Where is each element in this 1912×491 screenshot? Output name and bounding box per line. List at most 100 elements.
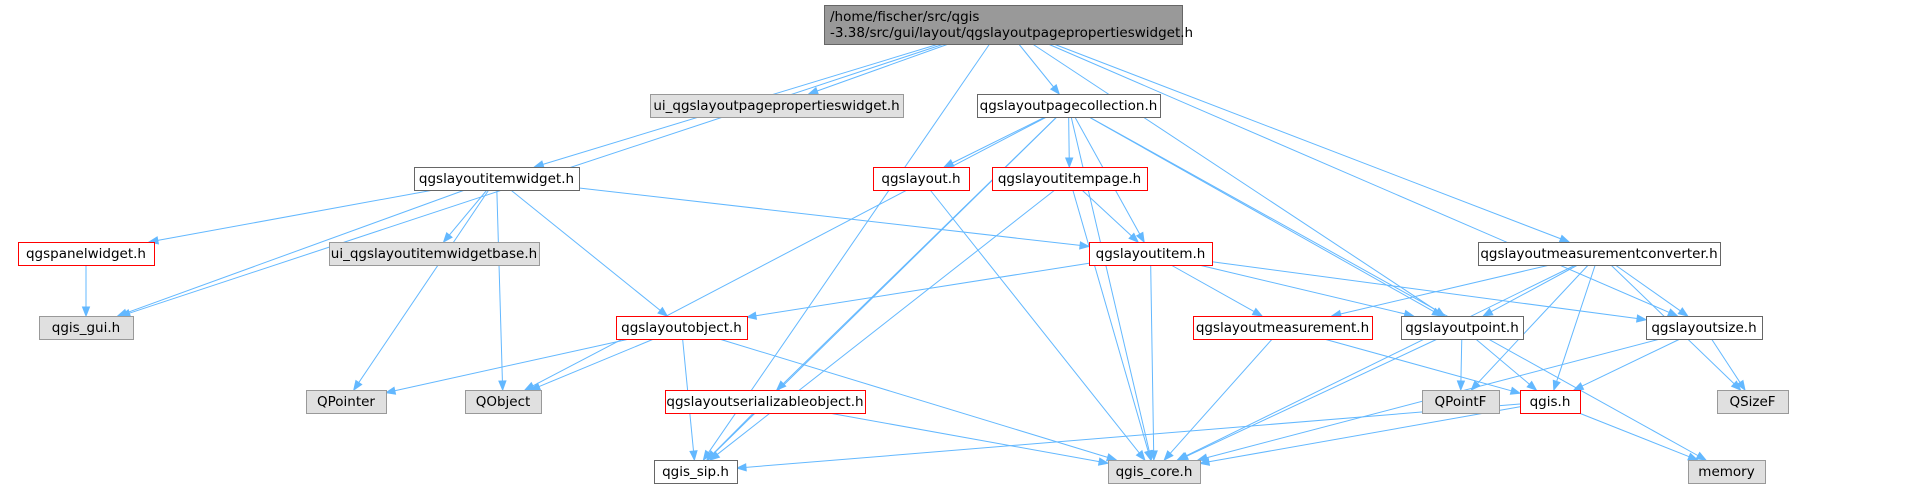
node-point[interactable]: qgslayoutpoint.h [1401,316,1524,340]
edge-point-to-qpointf [1456,338,1466,392]
node-sip[interactable]: qgis_sip.h [654,460,738,484]
node-label: qgis_sip.h [662,464,729,480]
nodes-layer: /home/fischer/src/qgis-3.38/src/gui/layo… [18,5,1789,484]
node-label: QSizeF [1729,394,1775,410]
node-box [1520,390,1581,414]
node-measurement[interactable]: qgslayoutmeasurement.h [1193,316,1373,340]
edge-point-to-core [1177,338,1438,461]
edge-qgis-to-sip [735,403,1521,472]
node-label: memory [1698,464,1754,480]
node-box [616,316,748,340]
edge-root-to-pagecollection [1018,43,1061,96]
edge-measurement-to-core [1163,338,1273,462]
node-ui_pageprops: ui_qgslayoutpagepropertieswidget.h [650,94,904,118]
node-qpointf: QPointF [1422,390,1500,414]
node-label: qgslayout.h [881,171,960,187]
node-size[interactable]: qgslayoutsize.h [1646,316,1763,340]
node-box [665,390,866,414]
node-box [977,94,1161,118]
edge-layoutitem-to-point [1198,264,1415,318]
edge-itempage-to-layoutitem [1081,189,1140,243]
edge-root-to-ui_pageprops [807,43,949,95]
node-label: qgis_core.h [1116,464,1193,480]
node-box [1646,316,1763,340]
edge-serializable-to-sip [705,412,754,461]
node-memory: memory [1688,460,1766,484]
edge-layoutitem-to-measurement [1170,264,1264,317]
edge-layoutitem-to-size [1211,261,1648,323]
edge-pagecollection-to-qobject [523,116,1047,391]
edge-layoutitem-to-core [1149,264,1158,462]
node-itempage[interactable]: qgslayoutitempage.h [992,167,1148,191]
node-label: QObject [476,394,531,410]
node-label: QPointer [317,394,375,410]
node-label: ui_qgslayoutpagepropertieswidget.h [653,98,899,114]
edge-measconv-to-core [1176,264,1576,461]
edge-itemwidget-to-layoutobject [510,189,669,317]
edge-size-to-qgis [1572,338,1681,391]
node-layout[interactable]: qgslayout.h [873,167,970,191]
edge-root-to-size [1047,43,1679,317]
edge-measconv-to-size [1615,264,1689,317]
edge-itemwidget-to-ui_itemwidgetbase [442,189,488,244]
node-label: /home/fischer/src/qgis [830,9,979,25]
edges-layer [81,43,1746,472]
node-label: ui_qgslayoutitemwidgetbase.h [331,246,537,262]
node-box [1089,242,1213,266]
edge-layout-to-core [929,189,1146,462]
edge-layoutobject-to-qobject [529,338,654,391]
node-label: QPointF [1435,394,1487,410]
edge-layoutobject-to-qpointer [384,338,630,395]
edge-itemwidget-to-qobject [496,189,507,392]
edge-panelwidget-to-gui [81,265,91,318]
edge-point-to-qgis [1475,338,1538,391]
edge-pagecollection-to-layout [942,116,1046,168]
node-label: qgslayoutitempage.h [998,171,1141,187]
node-layoutitem[interactable]: qgslayoutitem.h [1089,242,1213,266]
edge-root-to-measconv [1053,43,1571,243]
edge-itemwidget-to-layoutitem [578,187,1091,250]
node-box [873,167,970,191]
node-layoutobject[interactable]: qgslayoutobject.h [616,316,748,340]
node-box [306,390,387,414]
edge-measconv-to-qgis [1552,264,1596,392]
edge-measconv-to-point [1482,264,1578,317]
edge-root-to-sip [702,43,990,462]
node-measconv[interactable]: qgslayoutmeasurementconverter.h [1478,242,1721,266]
node-itemwidget[interactable]: qgslayoutitemwidget.h [414,167,580,191]
node-box [465,390,542,414]
node-qobject: QObject [465,390,542,414]
edge-qgis-to-memory [1578,412,1699,461]
node-pagecollection[interactable]: qgslayoutpagecollection.h [977,94,1161,118]
node-box [329,242,540,266]
node-box [1688,460,1766,484]
edge-itemwidget-to-qpointer [352,189,490,392]
edge-itempage-to-sip [709,189,1056,461]
node-box [1193,316,1373,340]
node-label: qgslayoutmeasurement.h [1196,320,1369,336]
edge-itempage-to-core [1072,189,1153,462]
node-ui_itemwidgetbase: ui_qgslayoutitemwidgetbase.h [329,242,540,266]
node-label: qgslayoutitemwidget.h [419,171,574,187]
node-qpointer: QPointer [306,390,387,414]
node-label: qgslayoutitem.h [1096,246,1206,262]
node-box [18,242,155,266]
node-panelwidget[interactable]: qgspanelwidget.h [18,242,155,266]
edge-pagecollection-to-point [1088,116,1443,317]
node-serializable[interactable]: qgslayoutserializableobject.h [665,390,866,414]
node-box [1108,460,1201,484]
edge-qgis-to-core [1198,406,1521,466]
node-qgis[interactable]: qgis.h [1520,390,1581,414]
node-box [1401,316,1524,340]
edge-layoutitem-to-layoutobject [745,262,1090,320]
node-root[interactable]: /home/fischer/src/qgis-3.38/src/gui/layo… [824,5,1194,45]
node-box [39,316,134,340]
node-core: qgis_core.h [1108,460,1201,484]
node-box [650,94,904,118]
edge-size-to-qsizef [1711,338,1746,392]
node-label: qgis_gui.h [52,320,120,336]
node-label: qgis.h [1530,394,1571,410]
node-box [992,167,1148,191]
node-box [654,460,738,484]
